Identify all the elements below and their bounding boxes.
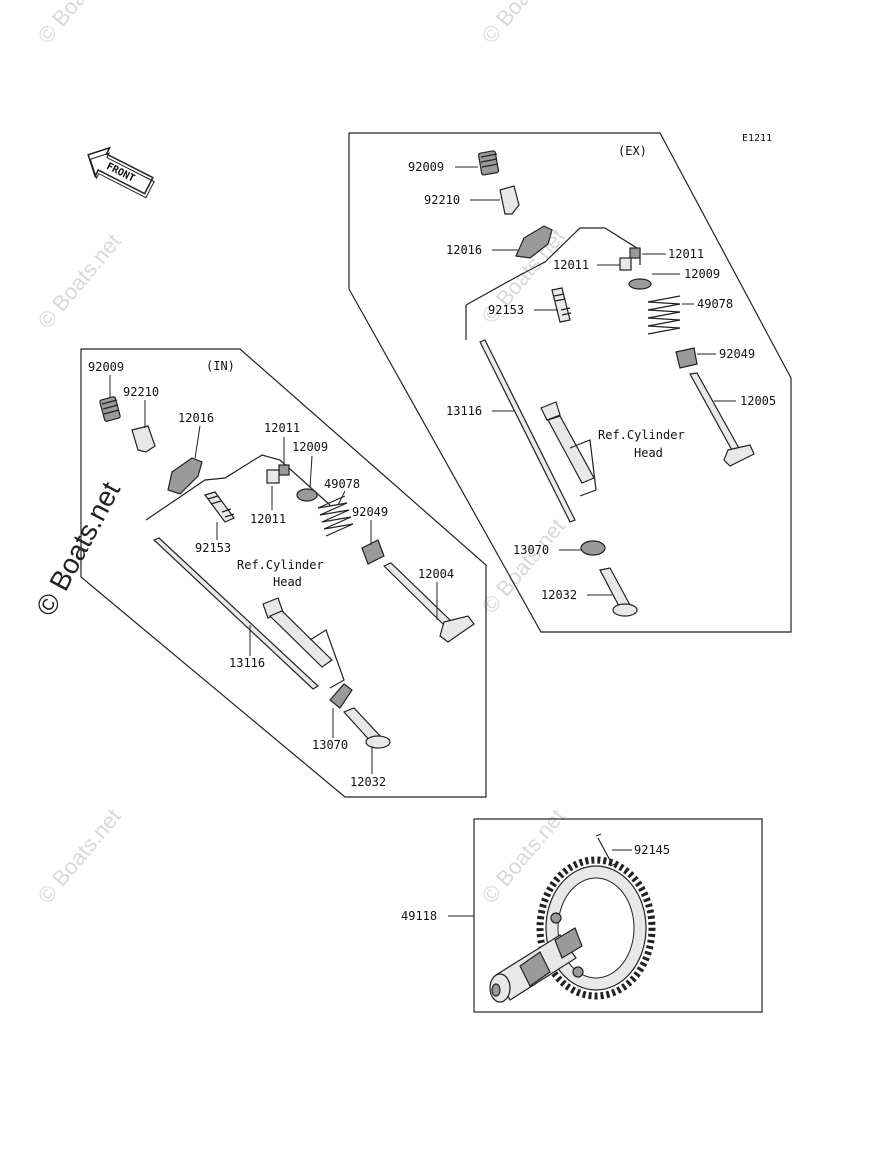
part-number[interactable]: 92145	[634, 843, 670, 857]
nut-icon	[131, 425, 156, 453]
intake-section: (IN)	[80, 348, 487, 798]
valve-spring-icon	[317, 495, 354, 537]
part-number[interactable]: 92049	[352, 505, 388, 519]
part-number[interactable]: 92153	[195, 541, 231, 555]
part-number[interactable]: 12009	[292, 440, 328, 454]
stud-bolt-icon	[204, 491, 235, 523]
rocker-arm-icon	[515, 225, 553, 259]
intake-valve-icon	[382, 562, 475, 643]
part-number[interactable]: 13070	[312, 738, 348, 752]
valve-spring-icon	[647, 295, 681, 335]
part-number[interactable]: 49078	[324, 477, 360, 491]
watermark: © Boats.net	[477, 514, 570, 618]
adjuster-screw-icon	[99, 396, 121, 422]
watermark: © Boats.net	[33, 0, 126, 48]
part-number[interactable]: 12004	[418, 567, 454, 581]
part-number[interactable]: 12016	[446, 243, 482, 257]
front-arrow-icon: FRONT	[87, 146, 155, 199]
part-number[interactable]: 92153	[488, 303, 524, 317]
part-number[interactable]: 92009	[88, 360, 124, 374]
part-number[interactable]: 49078	[697, 297, 733, 311]
rocker-arm-icon	[167, 457, 203, 495]
part-number[interactable]: 49118	[401, 909, 437, 923]
watermark: © Boats.net	[33, 229, 126, 333]
valve-seal-icon	[675, 347, 698, 369]
watermarks: © Boats.net © Boats.net © Boats.net © Bo…	[30, 0, 570, 908]
part-number[interactable]: 12016	[178, 411, 214, 425]
lifter-icon	[599, 567, 638, 617]
camshaft-section: 92145 49118	[401, 818, 763, 1013]
part-number[interactable]: 12005	[740, 394, 776, 408]
ref-label-line1: Ref.Cylinder	[598, 428, 685, 442]
retainer-icon	[628, 278, 652, 290]
nut-icon	[499, 185, 520, 215]
part-number[interactable]: 12011	[668, 247, 704, 261]
valve-seal-icon	[361, 539, 385, 565]
watermark: © Boats.net	[477, 0, 570, 48]
tappet-icon	[580, 540, 606, 556]
part-number[interactable]: 92049	[719, 347, 755, 361]
camshaft-icon	[489, 927, 583, 1003]
push-rod-icon	[479, 339, 576, 523]
part-number[interactable]: 12011	[264, 421, 300, 435]
stud-bolt-icon	[551, 287, 572, 323]
intake-section-label: (IN)	[206, 359, 235, 373]
retainer-icon	[296, 488, 318, 502]
exhaust-section-label: (EX)	[618, 144, 647, 158]
ref-label-line2: Head	[273, 575, 302, 589]
part-number[interactable]: 12011	[250, 512, 286, 526]
part-number[interactable]: 12011	[553, 258, 589, 272]
exhaust-section: (EX)	[348, 132, 792, 633]
part-number[interactable]: 12032	[541, 588, 577, 602]
collet-icon	[619, 257, 632, 271]
watermark-main: © Boats.net	[30, 477, 126, 621]
part-number[interactable]: 92009	[408, 160, 444, 174]
part-number[interactable]: 13116	[446, 404, 482, 418]
ref-cylinder-head-bolt-icon	[262, 597, 345, 689]
collet-icon	[266, 469, 280, 484]
watermark: © Boats.net	[33, 804, 126, 908]
lifter-icon	[342, 707, 391, 749]
ref-label-line2: Head	[634, 446, 663, 460]
push-rod-icon	[152, 537, 319, 690]
part-number[interactable]: 12032	[350, 775, 386, 789]
part-number[interactable]: 12009	[684, 267, 720, 281]
ref-label-line1: Ref.Cylinder	[237, 558, 324, 572]
collet-icon	[278, 464, 290, 476]
collet-icon	[629, 247, 641, 259]
exhaust-valve-icon	[689, 372, 755, 467]
part-number[interactable]: 92210	[123, 385, 159, 399]
part-number[interactable]: 92210	[424, 193, 460, 207]
diagram-code: E1211	[742, 133, 772, 144]
tappet-icon	[329, 683, 353, 709]
camshaft-gear-icon	[536, 856, 656, 1000]
adjuster-screw-icon	[477, 150, 500, 176]
ref-cylinder-head-bolt-icon	[540, 401, 597, 497]
part-number[interactable]: 13070	[513, 543, 549, 557]
part-number[interactable]: 13116	[229, 656, 265, 670]
